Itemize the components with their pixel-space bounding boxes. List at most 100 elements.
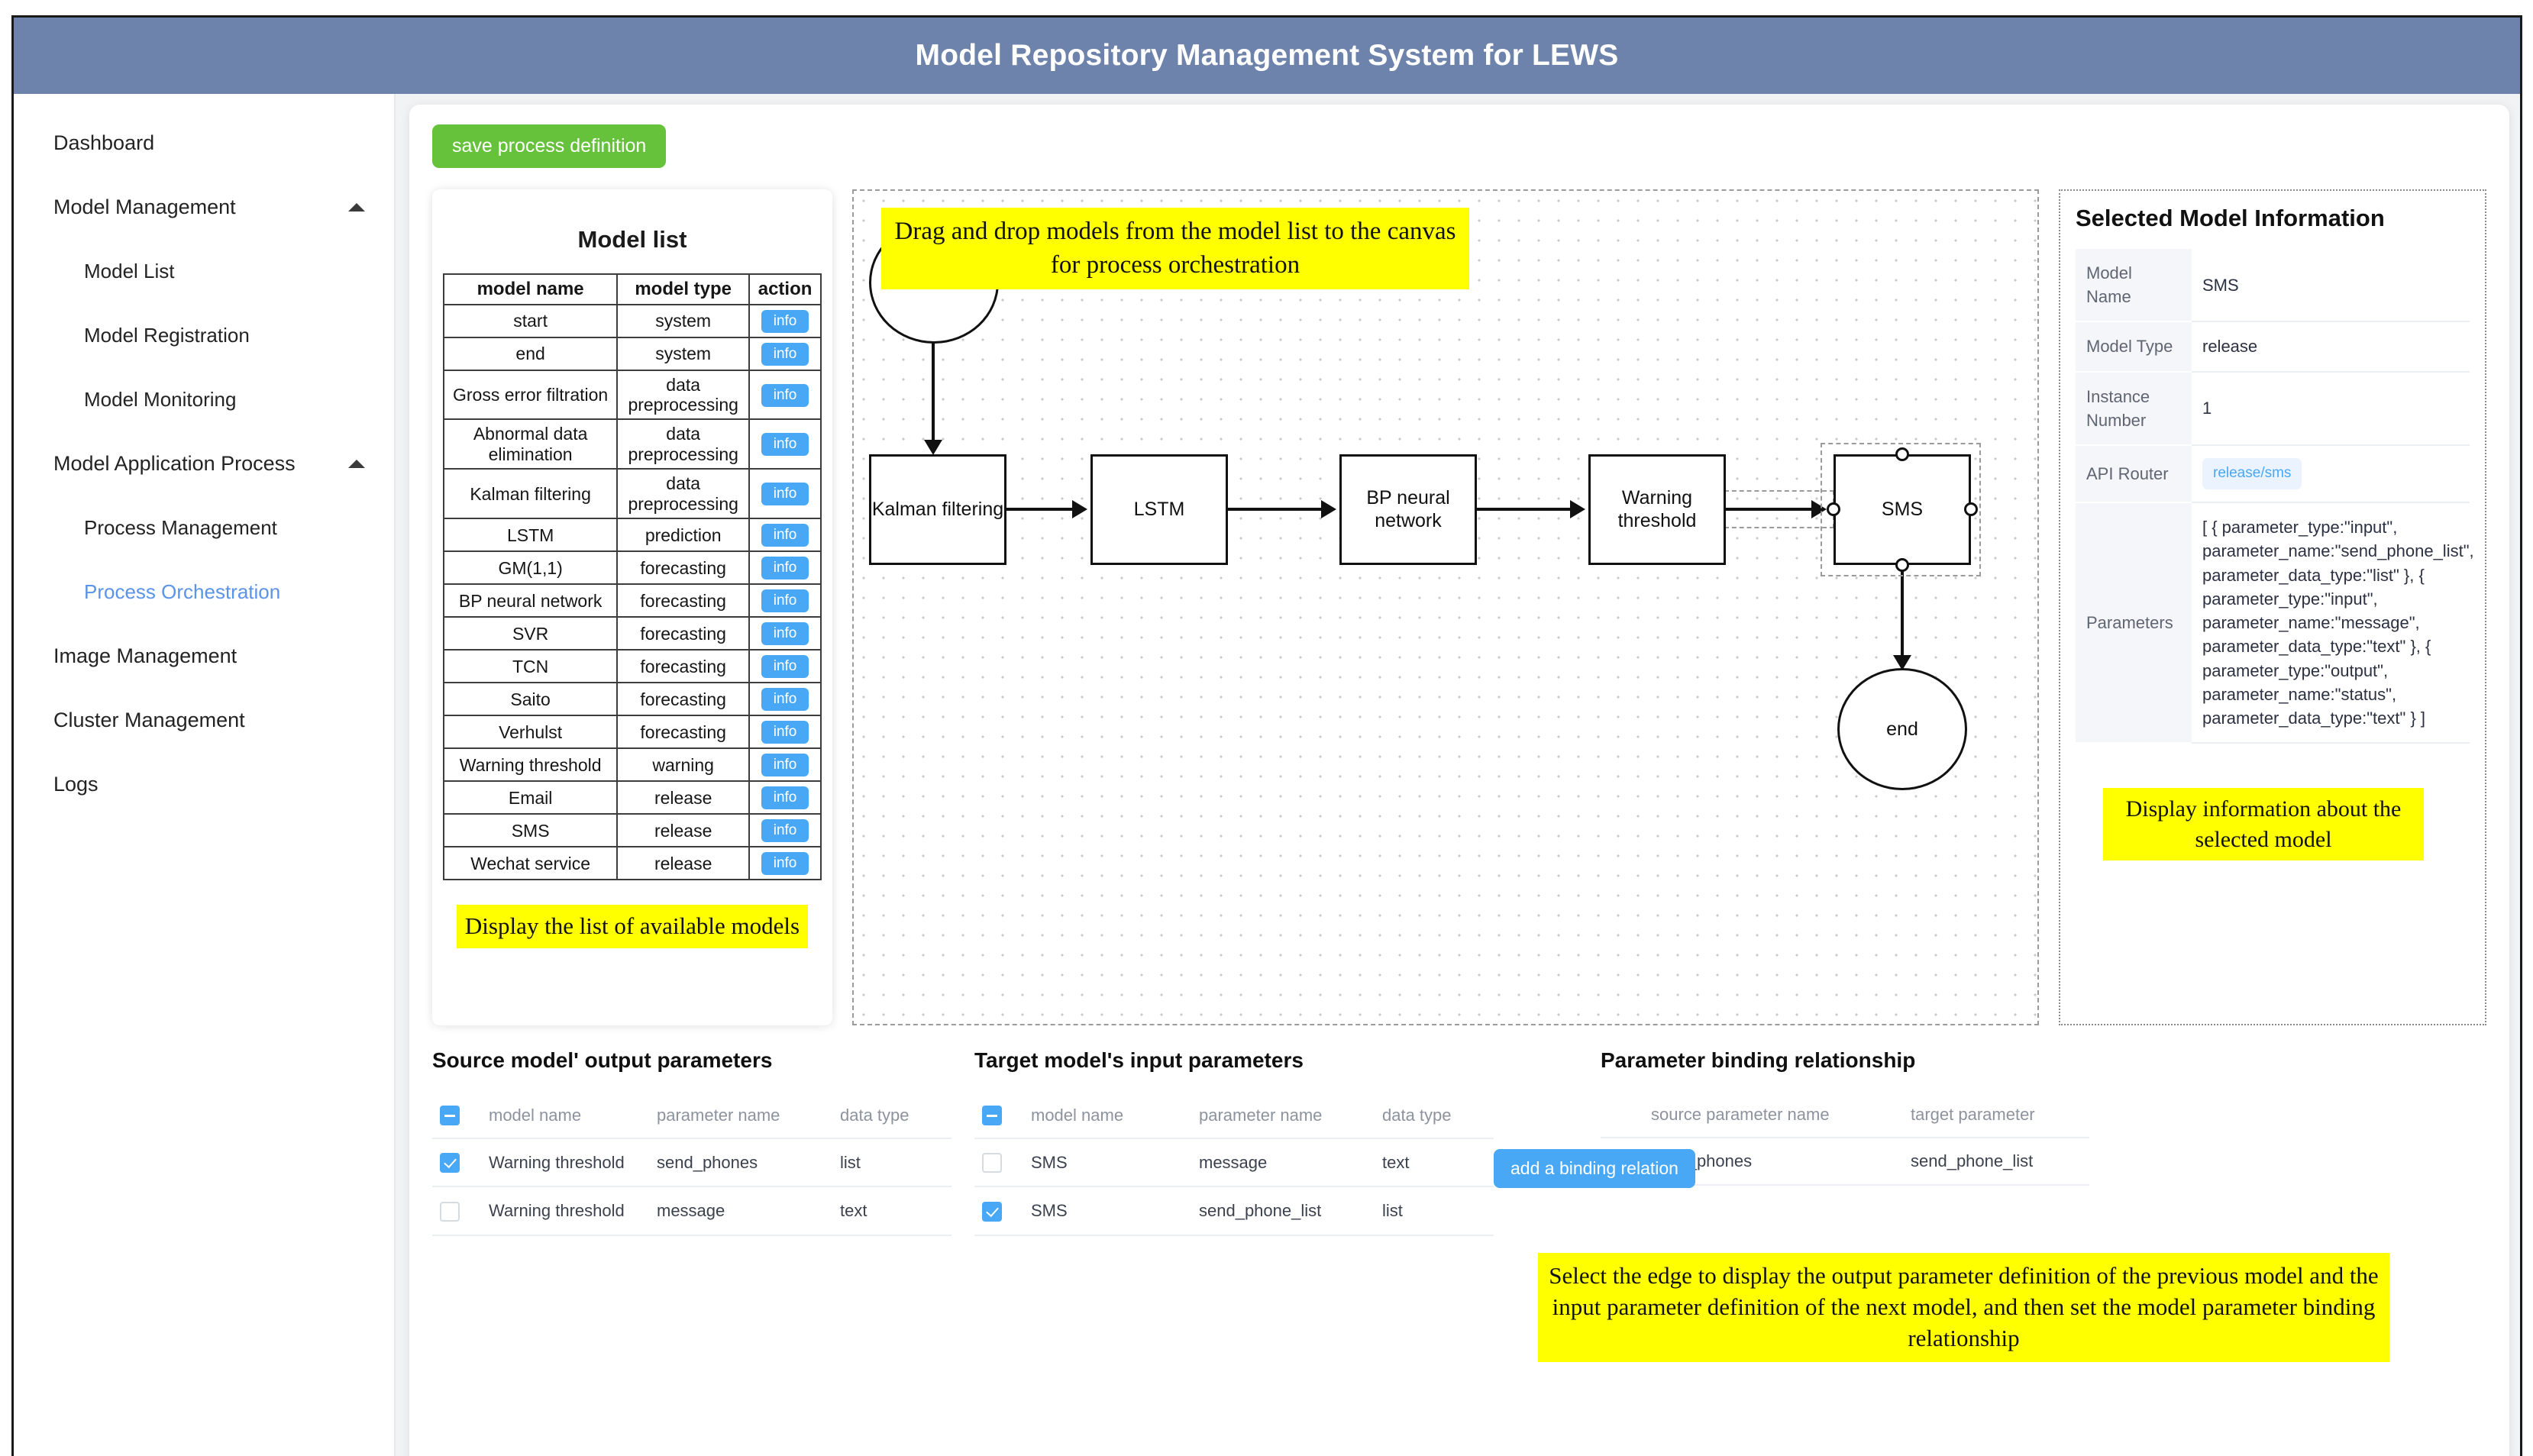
info-button[interactable]: info bbox=[761, 309, 809, 333]
add-binding-relation-button[interactable]: add a binding relation bbox=[1494, 1149, 1695, 1188]
info-button[interactable]: info bbox=[761, 433, 809, 457]
cell-model-type: data preprocessing bbox=[616, 418, 751, 470]
source-params-title: Source model' output parameters bbox=[432, 1048, 773, 1072]
info-row-value: 1 bbox=[2192, 371, 2470, 447]
sidebar-item-model-list[interactable]: Model List bbox=[14, 239, 394, 303]
process-canvas[interactable]: Drag and drop models from the model list… bbox=[852, 189, 2039, 1025]
source-params-table: model name parameter name data type Warn… bbox=[432, 1093, 951, 1236]
info-button[interactable]: info bbox=[761, 622, 809, 646]
edge-sms-to-end[interactable] bbox=[1901, 565, 1904, 660]
cell-model-type: release bbox=[616, 813, 751, 848]
sidebar-item-dashboard[interactable]: Dashboard bbox=[14, 111, 394, 175]
info-button[interactable]: info bbox=[761, 589, 809, 613]
sidebar-item-logs[interactable]: Logs bbox=[14, 752, 394, 816]
info-button[interactable]: info bbox=[761, 483, 809, 506]
sidebar-item-label: Process Management bbox=[84, 515, 277, 539]
flow-node-label: BP neural network bbox=[1366, 487, 1450, 531]
sidebar-item-model-management[interactable]: Model Management bbox=[14, 175, 394, 239]
edge-lstm-to-bpnn[interactable] bbox=[1228, 508, 1326, 511]
info-button[interactable]: info bbox=[761, 655, 809, 679]
chevron-up-icon[interactable] bbox=[348, 459, 365, 468]
cell-data-type: text bbox=[1375, 1138, 1494, 1188]
select-all-checkbox[interactable] bbox=[440, 1106, 460, 1126]
edge-arrow-down bbox=[924, 440, 942, 455]
info-button[interactable]: info bbox=[761, 524, 809, 547]
anchor-top[interactable] bbox=[1895, 447, 1909, 461]
app-header: Model Repository Management System for L… bbox=[14, 18, 2520, 94]
anchor-left[interactable] bbox=[1827, 502, 1840, 516]
flow-node-end[interactable]: end bbox=[1837, 668, 1967, 790]
select-all-checkbox[interactable] bbox=[982, 1106, 1002, 1126]
sidebar-item-cluster-management[interactable]: Cluster Management bbox=[14, 688, 394, 752]
cell-action: info bbox=[748, 550, 822, 586]
row-checkbox[interactable] bbox=[982, 1201, 1002, 1222]
info-row-label: Model Type bbox=[2076, 321, 2192, 373]
anchor-bottom[interactable] bbox=[1895, 558, 1909, 572]
save-process-definition-button[interactable]: save process definition bbox=[432, 124, 667, 168]
flow-node-lstm[interactable]: LSTM bbox=[1090, 454, 1228, 565]
sidebar-item-model-monitoring[interactable]: Model Monitoring bbox=[14, 367, 394, 431]
info-button[interactable]: info bbox=[761, 688, 809, 712]
sidebar-item-process-management[interactable]: Process Management bbox=[14, 496, 394, 560]
row-checkbox[interactable] bbox=[440, 1201, 460, 1222]
edge-start-to-kalman[interactable] bbox=[932, 342, 935, 444]
sidebar-item-image-management[interactable]: Image Management bbox=[14, 624, 394, 688]
row-checkbox[interactable] bbox=[440, 1153, 460, 1174]
edge-arrow-right bbox=[1570, 500, 1585, 518]
edge-kalman-to-lstm[interactable] bbox=[1006, 508, 1077, 511]
info-button[interactable]: info bbox=[761, 786, 809, 810]
edge-warning-to-sms[interactable] bbox=[1726, 508, 1822, 511]
sidebar-item-process-orchestration[interactable]: Process Orchestration bbox=[14, 560, 394, 624]
cell-model-type: system bbox=[616, 303, 751, 338]
row-checkbox[interactable] bbox=[982, 1153, 1002, 1174]
flow-node-kalman-filtering[interactable]: Kalman filtering bbox=[869, 454, 1006, 565]
edge-arrow-right bbox=[1072, 500, 1087, 518]
flow-node-warning-threshold[interactable]: Warning threshold bbox=[1588, 454, 1726, 565]
flow-node-sms[interactable]: SMS bbox=[1834, 454, 1971, 565]
cell-action: info bbox=[748, 616, 822, 651]
info-row-label: Parameters bbox=[2076, 502, 2192, 744]
info-button[interactable]: info bbox=[761, 557, 809, 580]
flow-node-bp-neural-network[interactable]: BP neural network bbox=[1339, 454, 1477, 565]
info-panel-title: Selected Model Information bbox=[2076, 205, 2385, 231]
info-button[interactable]: info bbox=[761, 754, 809, 777]
sidebar-item-model-application-process[interactable]: Model Application Process bbox=[14, 431, 394, 496]
info-button[interactable]: info bbox=[761, 383, 809, 407]
table-header-row: source parameter name target parameter bbox=[1601, 1093, 2089, 1138]
info-button[interactable]: info bbox=[761, 852, 809, 876]
edge-bpnn-to-warning[interactable] bbox=[1477, 508, 1575, 511]
info-button[interactable]: info bbox=[761, 342, 809, 366]
info-button[interactable]: info bbox=[761, 819, 809, 843]
anchor-right[interactable] bbox=[1964, 502, 1978, 516]
info-row-value: release/sms bbox=[2192, 445, 2470, 504]
chevron-up-icon[interactable] bbox=[348, 202, 365, 211]
sidebar-item-model-registration[interactable]: Model Registration bbox=[14, 303, 394, 367]
api-router-tag[interactable]: release/sms bbox=[2202, 458, 2302, 490]
info-button[interactable]: info bbox=[761, 721, 809, 744]
